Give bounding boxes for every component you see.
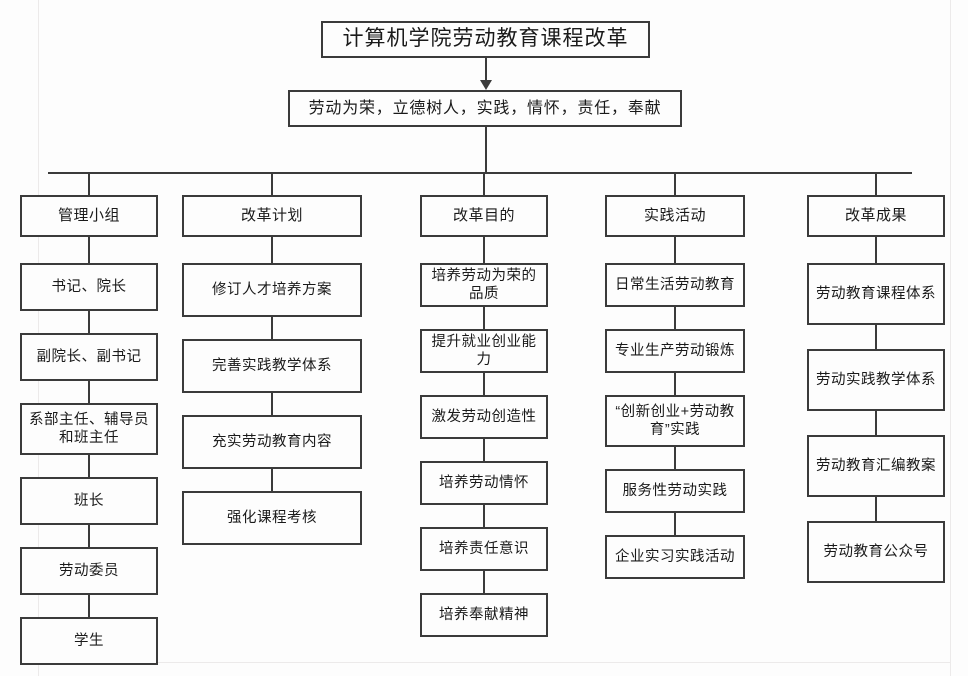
column-header-4[interactable]: 实践活动	[605, 195, 745, 237]
column-4-connector-2	[674, 307, 676, 329]
column-4-item-1[interactable]: 日常生活劳动教育	[605, 263, 745, 307]
column-header-3[interactable]: 改革目的	[420, 195, 548, 237]
column-5-item-4[interactable]: 劳动教育公众号	[807, 521, 945, 583]
column-4-item-3[interactable]: “创新创业+劳动教育”实践	[605, 395, 745, 447]
column-header-1[interactable]: 管理小组	[20, 195, 158, 237]
arrowhead-icon	[479, 80, 492, 90]
column-2-connector-3	[271, 393, 273, 415]
column-4-connector-3	[674, 373, 676, 395]
column-4-connector-1	[674, 237, 676, 263]
column-3-item-2[interactable]: 提升就业创业能力	[420, 329, 548, 373]
column-1-connector-5	[88, 525, 90, 547]
column-4-connector-4	[674, 447, 676, 469]
column-1-connector-6	[88, 595, 90, 617]
bus-drop-connector-4	[674, 172, 676, 195]
column-2-item-3[interactable]: 充实劳动教育内容	[182, 415, 362, 469]
column-3-item-5[interactable]: 培养责任意识	[420, 527, 548, 571]
column-5-connector-2	[875, 325, 877, 349]
column-4-connector-5	[674, 513, 676, 535]
diagram-subtitle-box: 劳动为荣，立德树人，实践，情怀，责任，奉献	[288, 90, 682, 127]
column-5-item-1[interactable]: 劳动教育课程体系	[807, 263, 945, 325]
column-1-item-1[interactable]: 书记、院长	[20, 263, 158, 311]
column-5-connector-1	[875, 237, 877, 263]
column-3-connector-6	[483, 571, 485, 593]
column-5-item-3[interactable]: 劳动教育汇编教案	[807, 435, 945, 497]
column-1-connector-2	[88, 311, 90, 333]
bus-drop-connector-3	[483, 172, 485, 195]
column-3-item-6[interactable]: 培养奉献精神	[420, 593, 548, 637]
column-1-item-6[interactable]: 学生	[20, 617, 158, 665]
column-4-item-4[interactable]: 服务性劳动实践	[605, 469, 745, 513]
column-3-connector-4	[483, 439, 485, 461]
column-3-connector-2	[483, 307, 485, 329]
column-5-connector-4	[875, 497, 877, 521]
column-3-connector-3	[483, 373, 485, 395]
column-2-connector-4	[271, 469, 273, 491]
column-1-connector-3	[88, 381, 90, 403]
bus-drop-connector-5	[875, 172, 877, 195]
column-1-connector-1	[88, 237, 90, 263]
column-4-item-5[interactable]: 企业实习实践活动	[605, 535, 745, 579]
column-1-item-5[interactable]: 劳动委员	[20, 547, 158, 595]
column-2-connector-2	[271, 317, 273, 339]
diagram-title-box: 计算机学院劳动教育课程改革	[321, 21, 650, 58]
page-guide-bottom	[38, 662, 950, 663]
column-3-connector-1	[483, 237, 485, 263]
column-5-connector-3	[875, 411, 877, 435]
column-2-item-2[interactable]: 完善实践教学体系	[182, 339, 362, 393]
page-guide-right	[950, 0, 951, 676]
column-1-item-4[interactable]: 班长	[20, 477, 158, 525]
column-2-item-4[interactable]: 强化课程考核	[182, 491, 362, 545]
column-1-connector-4	[88, 455, 90, 477]
column-2-item-1[interactable]: 修订人才培养方案	[182, 263, 362, 317]
bus-drop-connector-1	[88, 172, 90, 195]
column-header-2[interactable]: 改革计划	[182, 195, 362, 237]
bus-drop-connector-2	[271, 172, 273, 195]
column-3-item-3[interactable]: 激发劳动创造性	[420, 395, 548, 439]
distribution-bus	[48, 172, 912, 174]
column-header-5[interactable]: 改革成果	[807, 195, 945, 237]
column-4-item-2[interactable]: 专业生产劳动锻炼	[605, 329, 745, 373]
column-1-item-3[interactable]: 系部主任、辅导员和班主任	[20, 403, 158, 455]
column-3-item-1[interactable]: 培养劳动为荣的品质	[420, 263, 548, 307]
column-2-connector-1	[271, 237, 273, 263]
column-3-item-4[interactable]: 培养劳动情怀	[420, 461, 548, 505]
title-to-subtitle-connector	[484, 58, 487, 82]
column-5-item-2[interactable]: 劳动实践教学体系	[807, 349, 945, 411]
column-1-item-2[interactable]: 副院长、副书记	[20, 333, 158, 381]
subtitle-to-bus-connector	[484, 127, 487, 172]
column-3-connector-5	[483, 505, 485, 527]
